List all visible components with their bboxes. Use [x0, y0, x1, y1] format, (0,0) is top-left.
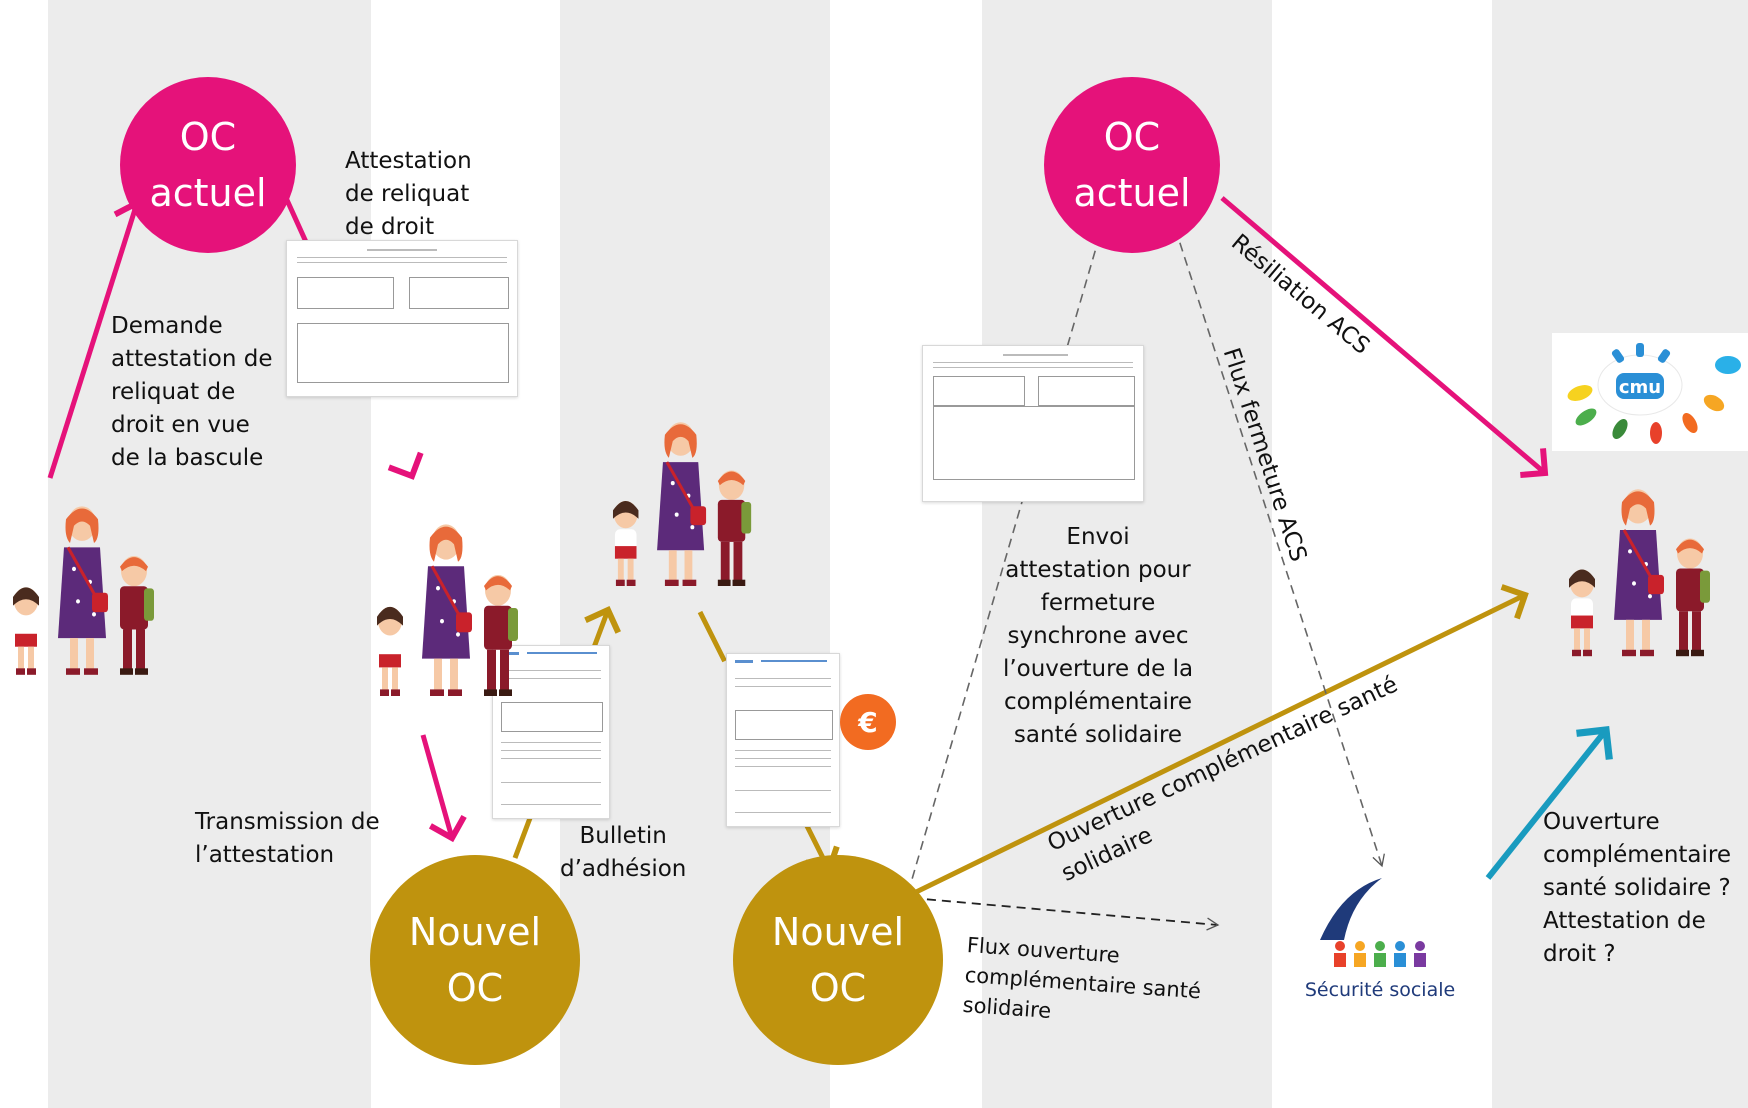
svg-text:cmu: cmu	[1619, 377, 1661, 398]
arrow-transmission	[420, 734, 467, 843]
dashed-arrow-flux-ouverture	[911, 897, 1220, 931]
cmu-logo-graphic: cmu	[1567, 343, 1741, 444]
euro-badge: €	[840, 694, 896, 750]
dashed-arrow-flux-fermeture	[1165, 199, 1385, 868]
family-left	[11, 504, 156, 677]
securite-sociale-logo: Sécurité sociale	[1302, 870, 1464, 1010]
arrow-resiliation	[1220, 196, 1549, 478]
arrow-ouverture	[908, 584, 1529, 898]
arrow-nouvel-oc-down	[697, 610, 840, 874]
dashed-arrow-envoi	[907, 198, 1114, 894]
arrow-ouverture-question	[1485, 726, 1613, 880]
svg-text:Sécurité sociale: Sécurité sociale	[1305, 979, 1455, 1001]
family-center	[611, 420, 753, 588]
arrow-demande	[47, 198, 152, 479]
document-attestation-reliquat-2	[922, 345, 1144, 502]
document-attestation-reliquat-1	[286, 240, 518, 397]
cmu-logo: cmu	[1552, 333, 1748, 451]
family-center-left	[375, 522, 520, 698]
securite-sociale-graphic: Sécurité sociale	[1305, 878, 1455, 1001]
family-right	[1567, 487, 1712, 658]
document-bulletin-2	[726, 653, 840, 827]
document-bulletin-1	[492, 645, 610, 819]
